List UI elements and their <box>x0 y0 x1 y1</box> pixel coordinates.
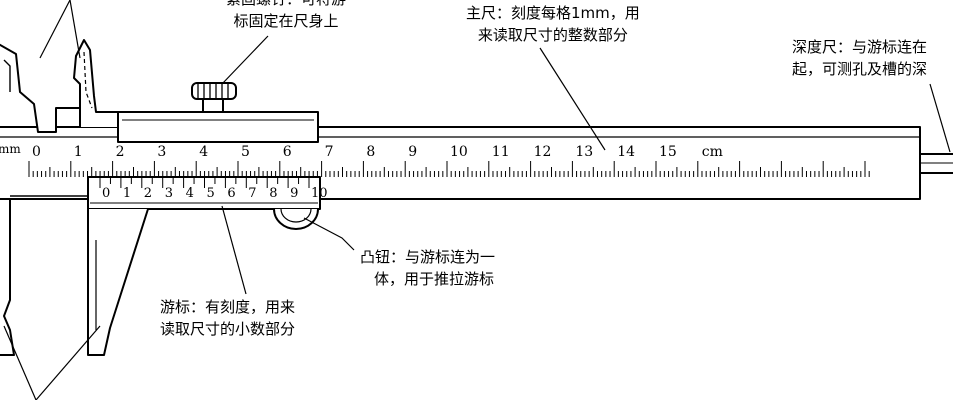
main-scale-number: 2 <box>115 144 125 160</box>
vernier-scale-number: 3 <box>164 186 173 201</box>
vernier-scale-number: 10 <box>311 186 328 201</box>
vernier-annotation: 游标：有刻度，用来 读取尺寸的小数部分 <box>160 296 295 340</box>
main-scale-number: 13 <box>575 144 594 160</box>
main-scale-number: 0 <box>32 144 41 160</box>
vernier-scale-number: 7 <box>248 186 257 201</box>
leader-depth <box>929 83 951 153</box>
main-scale-number: 3 <box>157 144 167 160</box>
vernier-scale-number: 6 <box>227 186 236 201</box>
main-scale-number: 4 <box>199 144 209 160</box>
upper-jaw-moving <box>73 39 119 127</box>
vernier-slider-top <box>117 111 319 143</box>
thumb-knob-line-1: 凸钮：与游标连为一 <box>360 248 496 266</box>
vernier-line-1: 游标：有刻度，用来 <box>160 298 296 316</box>
main-scale-number: 1 <box>73 144 83 160</box>
vernier-scale-number: 5 <box>206 186 215 201</box>
leader-main-scale <box>539 47 606 151</box>
main-scale-line-2: 来读取尺寸的整数部分 <box>477 26 628 44</box>
thumb-knob <box>273 208 319 230</box>
leader-upper-jaws-a <box>39 0 71 59</box>
fastening-screw-line-1: 紧固螺钉：可将游 <box>226 0 346 10</box>
fastening-screw-annotation: 紧固螺钉：可将游 标固定在尺身上 <box>226 0 346 32</box>
main-scale-number: 10 <box>450 144 468 160</box>
leader-lower-jaws-b <box>35 325 101 401</box>
main-scale-number: 12 <box>533 144 552 160</box>
main-scale-ticks <box>28 161 870 177</box>
vernier-scale-number: 1 <box>122 186 132 201</box>
main-scale-number: 5 <box>241 144 250 160</box>
vernier-scale-number: 0 <box>102 186 111 201</box>
leader-lower-jaws-a <box>3 325 37 401</box>
main-scale-line-1: 主尺：刻度每格1mm，用 <box>466 4 640 22</box>
main-scale-number: 9 <box>408 144 418 160</box>
lower-jaw-fixed <box>0 198 15 356</box>
upper-jaw-fixed <box>0 43 81 133</box>
vernier-scale-number: 2 <box>143 186 153 201</box>
leader-vernier <box>221 205 247 295</box>
vernier-scale-number: 8 <box>269 186 278 201</box>
main-scale-number: 14 <box>617 144 636 160</box>
lower-jaw-moving <box>87 208 149 356</box>
main-scale-number: 8 <box>366 144 376 160</box>
fastening-screw-line-2: 标固定在尺身上 <box>233 12 339 30</box>
main-scale-number: 15 <box>659 144 677 160</box>
main-scale-unit-mm: mm <box>0 142 21 156</box>
leader-screw <box>221 35 269 85</box>
main-scale-number: 7 <box>324 144 334 160</box>
leader-upper-jaws-b <box>69 0 81 59</box>
vernier-scale-number: 9 <box>290 186 299 201</box>
vernier-line-2: 读取尺寸的小数部分 <box>160 320 296 338</box>
depth-gauge-line-1: 深度尺：与游标连在 <box>792 38 928 56</box>
vernier-scale-number: 4 <box>185 186 194 201</box>
main-scale-number: 6 <box>282 144 292 160</box>
main-scale-unit-cm: cm <box>701 144 723 160</box>
leader-knob <box>303 217 355 251</box>
main-scale-annotation: 主尺：刻度每格1mm，用 来读取尺寸的整数部分 <box>466 2 640 46</box>
thumb-knob-line-2: 体，用于推拉游标 <box>374 270 495 288</box>
fastening-screw-head <box>191 82 237 100</box>
vernier-scale-ticks <box>99 178 310 188</box>
main-scale-number: 11 <box>491 144 510 160</box>
depth-gauge-annotation: 深度尺：与游标连在 起，可测孔及槽的深 <box>792 36 927 80</box>
depth-gauge-line-2: 起，可测孔及槽的深 <box>792 60 928 78</box>
thumb-knob-annotation: 凸钮：与游标连为一 体，用于推拉游标 <box>360 246 495 290</box>
